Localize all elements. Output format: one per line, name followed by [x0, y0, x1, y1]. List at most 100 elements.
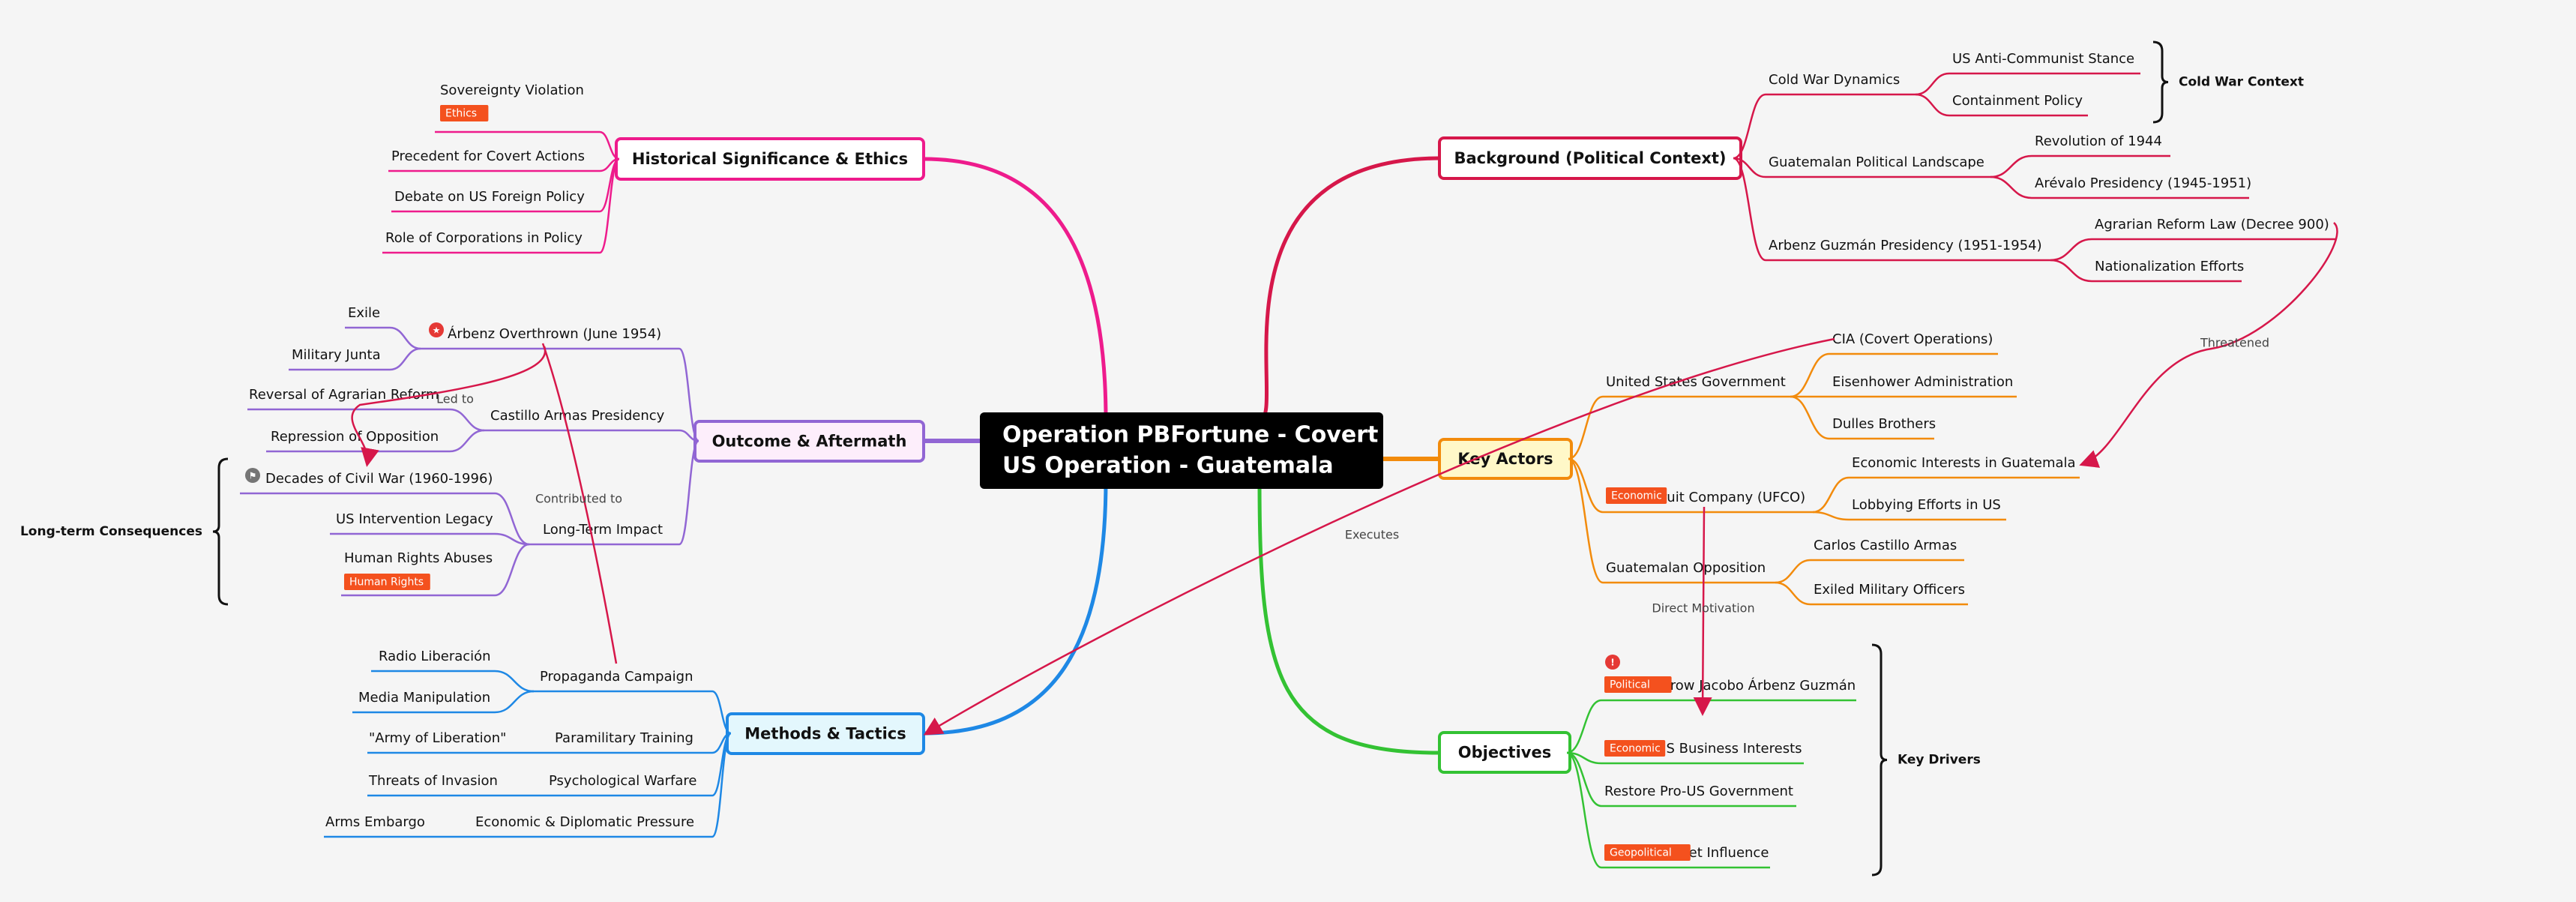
connector [1812, 476, 1850, 514]
connector [389, 347, 421, 371]
background-topic[interactable]: Background (Political Context) [1438, 136, 1742, 180]
star-icon-glyph: ★ [433, 325, 441, 336]
relation-executes[interactable] [923, 337, 1835, 736]
relation-label-threatened: Threatened [2200, 336, 2269, 350]
topic-node: Guatemalan Political Landscape [1769, 154, 1984, 170]
relation-threatened[interactable] [2079, 222, 2338, 468]
connector [2050, 238, 2092, 262]
connector [678, 429, 699, 442]
tag-label: Human Rights [349, 577, 424, 589]
topic-node: Containment Policy [1952, 93, 2083, 109]
connector [494, 690, 535, 714]
topic-node: Military Junta [292, 347, 381, 363]
connector [1733, 157, 1766, 262]
key-drivers-summary-brace [1871, 643, 1888, 877]
connector [449, 408, 485, 432]
relation-label-executes: Executes [1345, 528, 1399, 542]
central-title-line2: US Operation - Guatemala [1002, 453, 1334, 479]
topic-node: Sovereignty Violation [440, 82, 584, 98]
topic-node: Lobbying Efforts in US [1852, 497, 2001, 513]
central-topic[interactable]: Operation PBFortune - Covert US Operation… [980, 412, 1383, 489]
outcome-topic-box[interactable] [693, 420, 925, 463]
methods-topic[interactable]: Methods & Tactics [726, 712, 925, 755]
topic-node: Media Manipulation [358, 690, 490, 706]
tag-badge [1604, 844, 1691, 861]
topic-node: Castillo Armas Presidency [490, 408, 665, 424]
priority-icon-glyph: ! [1610, 658, 1614, 668]
connector [389, 326, 421, 350]
topic-node: Arbenz Guzmán Presidency (1951-1954) [1769, 238, 2042, 253]
connector [678, 347, 699, 442]
topic-node: Overthrow Jacobo Árbenz Guzmán [1624, 677, 1856, 694]
objectives-topic-title: Objectives [1458, 744, 1551, 762]
topic-node: Debate on US Foreign Policy [394, 189, 585, 205]
topic-node: US Intervention Legacy [336, 511, 493, 527]
topic-node: Eisenhower Administration [1832, 374, 2013, 390]
tag-label: Economic [1610, 743, 1661, 755]
connector [711, 690, 732, 735]
connector [1566, 751, 1602, 869]
relation-contributed-to[interactable] [541, 343, 618, 664]
topic-node: Arms Embargo [325, 814, 425, 830]
topic-node: Economic & Diplomatic Pressure [475, 814, 694, 830]
central-title-line1: Operation PBFortune - Covert [1002, 422, 1378, 448]
objectives-topic[interactable]: Objectives [1438, 731, 1571, 774]
relation-label-contributed-to: Contributed to [535, 492, 622, 506]
relation-label-led-to: Led to [436, 392, 474, 406]
topic-node: "Army of Liberation" [369, 730, 506, 746]
tag-badge [1606, 487, 1667, 504]
significance-topic[interactable]: Historical Significance & Ethics [615, 137, 925, 181]
topic-node: Threats of Invasion [368, 773, 498, 789]
connector [494, 670, 535, 693]
topic-node: Paramilitary Training [555, 730, 693, 746]
connector [598, 157, 621, 254]
connector [1990, 154, 2032, 178]
topic-node: Cold War Dynamics [1769, 72, 1900, 88]
topic-node: Human Rights Abuses [344, 550, 493, 566]
methods-topic-title: Methods & Tactics [744, 725, 906, 743]
topic-node: Reversal of Agrarian Reform [249, 387, 439, 403]
long-term-summary-brace [212, 457, 229, 606]
flag-icon [245, 468, 260, 483]
tag-label: Ethics [445, 108, 477, 120]
connector [1566, 751, 1602, 808]
tag-badge [344, 574, 430, 590]
connector [1990, 175, 2032, 199]
connector [494, 543, 530, 597]
topic-node: Restore Pro-US Government [1604, 784, 1793, 799]
connector [1568, 395, 1604, 460]
branch-connector [1257, 479, 1440, 755]
connector [1568, 457, 1604, 584]
tag-badge [1604, 676, 1672, 693]
connector [494, 532, 530, 546]
tag-badge [440, 105, 489, 121]
branch-connector [1259, 156, 1440, 422]
tag-badge [1604, 740, 1666, 757]
connector [1790, 395, 1830, 440]
topic-node: Dulles Brothers [1832, 416, 1936, 432]
cold-war-summary-brace [2152, 40, 2169, 124]
relation-led-to[interactable] [351, 346, 547, 467]
background-topic-box[interactable] [1438, 136, 1742, 180]
topic-node: Economic Interests in Guatemala [1852, 455, 2076, 471]
connector [1775, 559, 1811, 584]
relation-direct-motivation[interactable] [1693, 506, 1712, 716]
topic-node: Guatemalan Opposition [1606, 560, 1766, 576]
connector [678, 439, 700, 546]
topic-node: Role of Corporations in Policy [385, 230, 583, 246]
key-actors-topic[interactable]: Key Actors [1438, 438, 1573, 480]
outcome-topic[interactable]: Outcome & Aftermath [693, 420, 925, 463]
connector [1566, 699, 1602, 754]
topic-node: Árbenz Overthrown (June 1954) [448, 325, 661, 342]
connector [599, 130, 620, 160]
topic-node: Decades of Civil War (1960-1996) [265, 471, 493, 487]
outcome-topic-title: Outcome & Aftermath [712, 433, 907, 451]
key-actors-topic-title: Key Actors [1457, 450, 1553, 468]
topic-node: US Anti-Communist Stance [1952, 51, 2134, 67]
topic-node: Propaganda Campaign [540, 669, 693, 685]
topic-node: Precedent for Covert Actions [391, 148, 585, 164]
topic-node: Revolution of 1944 [2035, 133, 2162, 149]
topic-node: Arévalo Presidency (1945-1951) [2035, 175, 2251, 191]
central-topic-box[interactable] [980, 412, 1383, 489]
